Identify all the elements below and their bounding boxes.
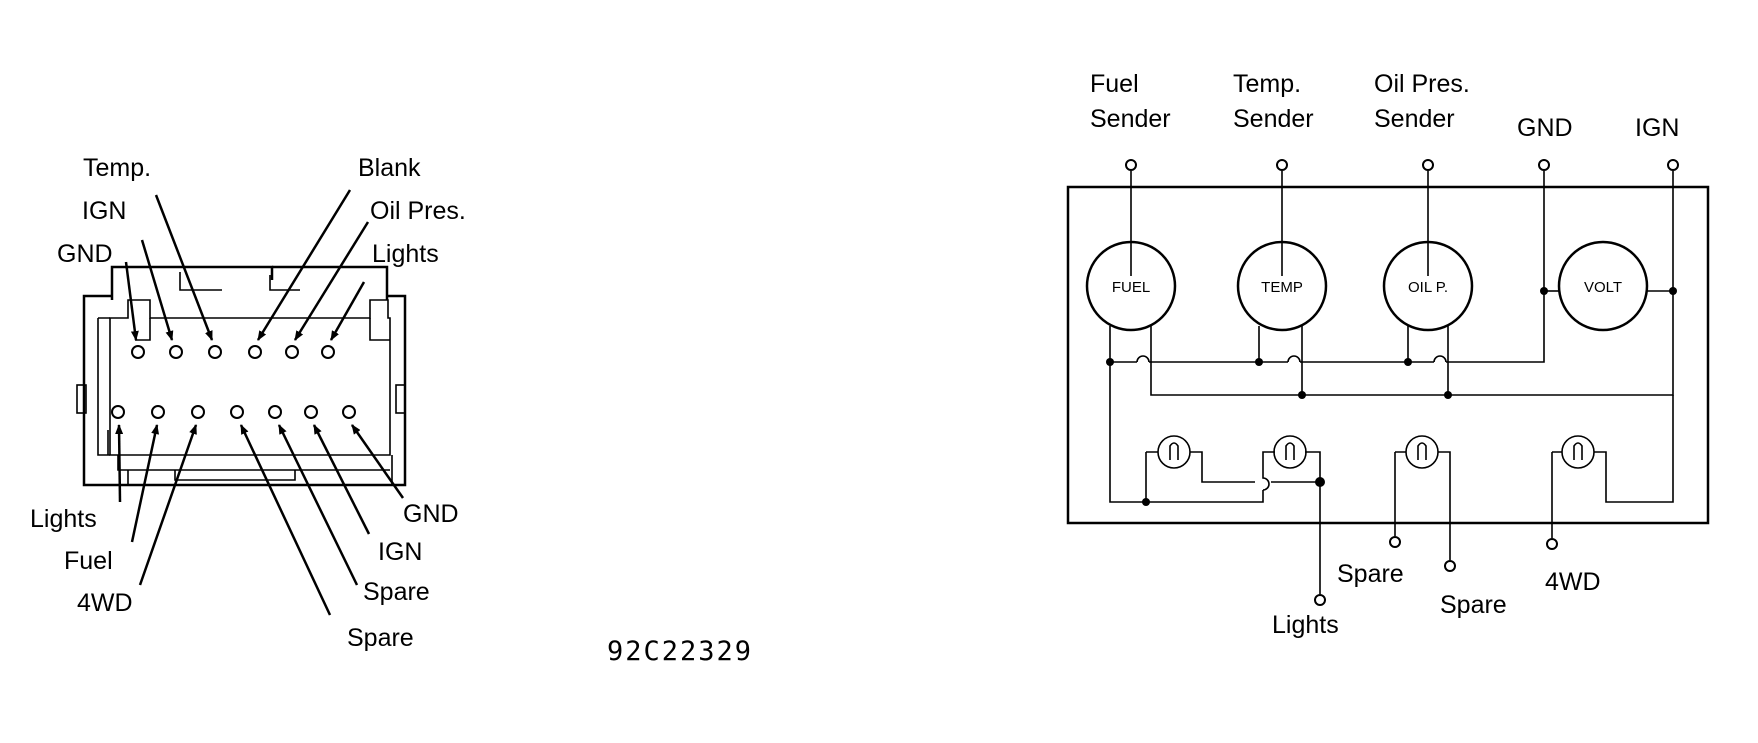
temp-gauge-label: TEMP (1261, 279, 1303, 296)
indicator-lamps (1157, 435, 1595, 469)
pin-lights-bottom (111, 405, 125, 419)
figure-code: 92C22329 (607, 636, 753, 667)
terminal-oil-label-1: Oil Pres. (1374, 70, 1470, 98)
connector-housing (76, 265, 407, 487)
lamp-icon (1157, 435, 1191, 469)
pin-gnd-bottom (342, 405, 356, 419)
pin-ign-bottom (304, 405, 318, 419)
gauge-cluster-box (1066, 185, 1710, 525)
schematic-label-lights: Lights (1272, 611, 1339, 639)
label-ign-top: IGN (82, 197, 126, 225)
gauge-schematic: Fuel Sender Temp. Sender Oil Pres. Sende… (1066, 70, 1710, 639)
pin-temp (208, 345, 222, 359)
pin-gnd-top (131, 345, 145, 359)
fuel-gauge: FUEL (1085, 240, 1177, 332)
pin-spare-2 (230, 405, 244, 419)
pin-4wd (191, 405, 205, 419)
label-spare-1: Spare (363, 578, 430, 606)
top-terminals (1125, 159, 1679, 276)
oil-gauge-label: OIL P. (1408, 279, 1448, 296)
volt-gauge: VOLT (1557, 240, 1649, 332)
schematic-label-spare-2: Spare (1440, 591, 1507, 619)
label-blank: Blank (358, 154, 421, 182)
connector-pins-bottom (111, 405, 356, 419)
temp-gauge: TEMP (1236, 240, 1328, 332)
label-ign-bottom: IGN (378, 538, 422, 566)
label-lights-top: Lights (372, 240, 439, 268)
label-fuel: Fuel (64, 547, 113, 575)
label-gnd-top: GND (57, 240, 113, 268)
label-spare-2: Spare (347, 624, 414, 652)
pin-fuel (151, 405, 165, 419)
label-oil-pres: Oil Pres. (370, 197, 466, 225)
connector-leaders (115, 189, 405, 616)
lamp-icon (1273, 435, 1307, 469)
label-lights-bottom: Lights (30, 505, 97, 533)
pin-oil-pres (285, 345, 299, 359)
label-temp: Temp. (83, 154, 151, 182)
pin-spare-1 (268, 405, 282, 419)
wiring (1109, 171, 1674, 606)
terminal-fuel-label-1: Fuel (1090, 70, 1139, 98)
connector-pins-top (131, 345, 335, 359)
lamp-icon (1561, 435, 1595, 469)
terminal-fuel-label-2: Sender (1090, 105, 1171, 133)
lamp-icon (1405, 435, 1439, 469)
label-4wd: 4WD (77, 589, 133, 617)
pin-blank (248, 345, 262, 359)
pin-lights-top (321, 345, 335, 359)
schematic-label-4wd: 4WD (1545, 568, 1601, 596)
connector-diagram: Temp. IGN GND Blank Oil Pres. Lights Lig… (30, 154, 466, 652)
fuel-gauge-label: FUEL (1112, 279, 1150, 296)
terminal-oil-label-2: Sender (1374, 105, 1455, 133)
schematic-label-spare-1: Spare (1337, 560, 1404, 588)
terminal-temp-label-2: Sender (1233, 105, 1314, 133)
terminal-ign-label: IGN (1635, 114, 1679, 142)
pin-ign-top (169, 345, 183, 359)
junction-dots (1106, 287, 1677, 506)
terminal-gnd-label: GND (1517, 114, 1573, 142)
oil-gauge: OIL P. (1382, 240, 1474, 332)
volt-gauge-label: VOLT (1584, 279, 1622, 296)
label-gnd-bottom: GND (403, 500, 459, 528)
terminal-temp-label-1: Temp. (1233, 70, 1301, 98)
